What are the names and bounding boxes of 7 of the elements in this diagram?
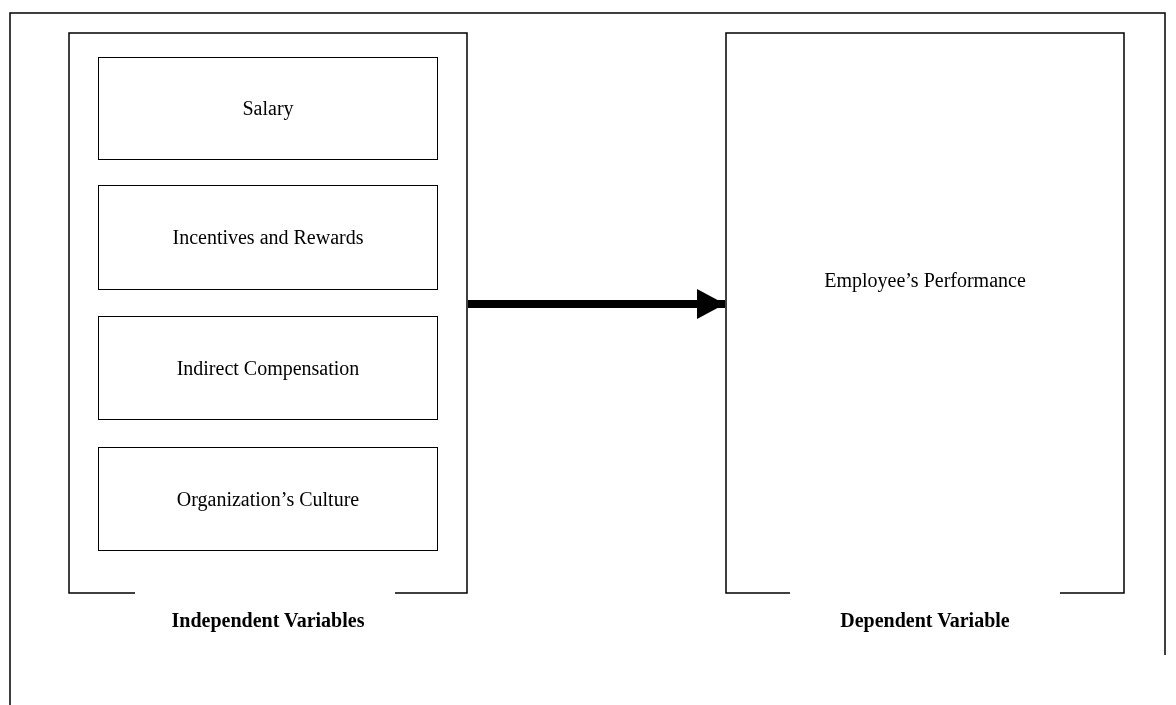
group-heading: Independent Variables bbox=[170, 609, 366, 632]
variable-box: Salary bbox=[98, 57, 438, 160]
variable-box: Indirect Compensation bbox=[98, 316, 438, 420]
variable-label: Employee’s Performance bbox=[823, 269, 1027, 292]
variable-box: Incentives and Rewards bbox=[98, 185, 438, 290]
group-heading: Dependent Variable bbox=[839, 609, 1011, 632]
variable-box: Organization’s Culture bbox=[98, 447, 438, 551]
